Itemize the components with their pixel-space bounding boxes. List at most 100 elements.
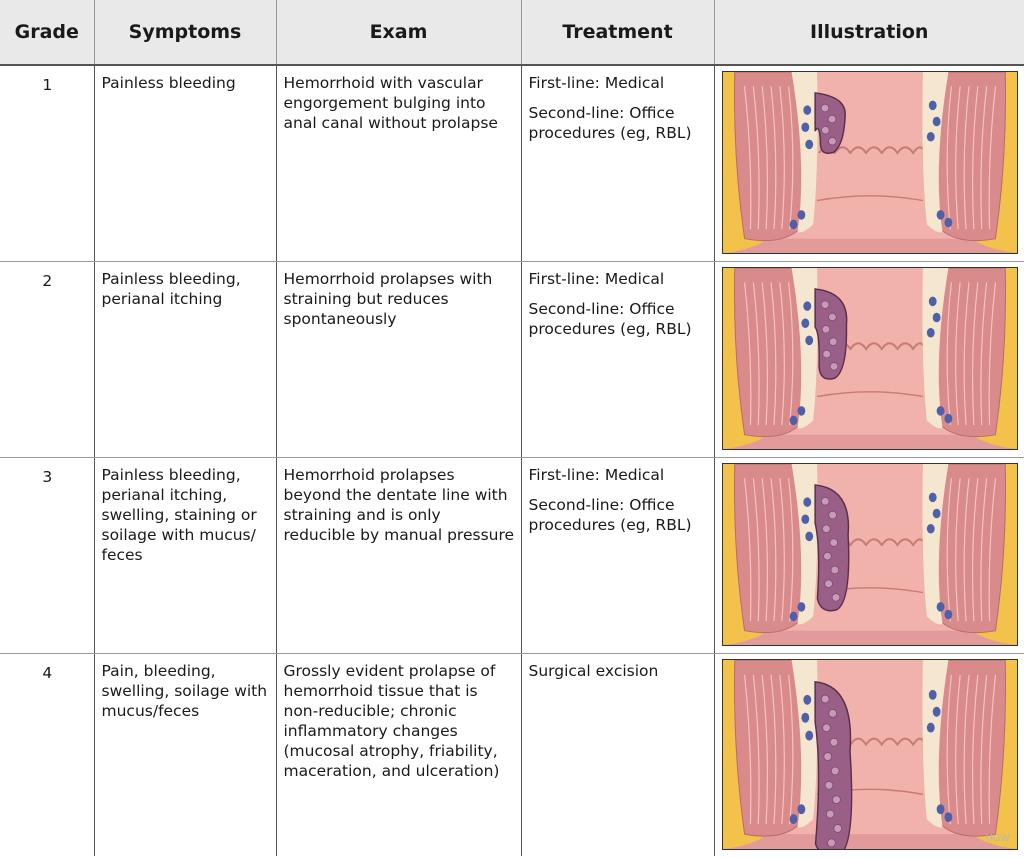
right-muscle-fiber (954, 674, 961, 824)
treatment-line: Surgical excision (528, 661, 659, 680)
anal-verge-line (816, 195, 923, 202)
vessel (932, 312, 941, 322)
right-muscle-fiber (979, 86, 987, 230)
left-muscle-fiber (752, 86, 760, 230)
vessel (800, 317, 809, 328)
hemorrhoid-vessel (820, 694, 830, 703)
anal-canal-illustration: UGW (721, 658, 1018, 850)
illustration-cell (714, 457, 1024, 654)
vessel (804, 335, 813, 345)
hemorrhoid-vessel (827, 137, 837, 146)
left-submucosa (791, 267, 818, 428)
illustration-cell (714, 65, 1024, 262)
vessel (943, 413, 952, 423)
vessel (804, 730, 813, 741)
treatment-line: First-line: Medical (528, 269, 665, 288)
hemorrhoid (813, 287, 847, 380)
right-muscle-fiber (954, 86, 961, 230)
treatment-line: Second-line: Office procedures (eg, RBL) (528, 299, 692, 338)
left-muscle-fiber (743, 674, 751, 824)
right-submucosa (921, 463, 948, 624)
vessel (789, 611, 797, 621)
right-muscle-fiber (946, 477, 952, 621)
hemorrhoid-vessel (827, 312, 837, 321)
hemorrhoid-vessel (831, 592, 840, 602)
left-muscle-fiber (778, 86, 785, 230)
left-muscle-fiber (743, 477, 751, 621)
left-muscle-fiber (787, 477, 793, 621)
anal-canal-illustration (721, 462, 1018, 646)
header-illustration: Illustration (714, 0, 1024, 66)
header-exam: Exam (276, 0, 522, 66)
right-muscle-fiber (979, 477, 987, 621)
vessel (804, 531, 813, 541)
right-muscle-fiber (963, 674, 970, 824)
vessel (789, 219, 797, 230)
vessel (802, 300, 811, 311)
left-muscle-fiber (769, 477, 776, 621)
hemorrhoid-vessel (825, 809, 835, 818)
anal-canal-illustration (721, 71, 1018, 254)
left-muscle-fiber (778, 281, 785, 425)
vessel (936, 210, 944, 220)
vessel (936, 803, 944, 814)
right-muscle-fiber (979, 674, 987, 824)
right-muscle-fiber (971, 281, 978, 425)
left-muscle-fiber (769, 281, 776, 425)
table-row: 2 Painless bleeding, perianal itching He… (0, 261, 1024, 458)
hemorrhoid-vessel (821, 524, 831, 533)
left-muscle-fiber (787, 281, 793, 425)
vessel (928, 492, 937, 502)
vessel (800, 712, 809, 723)
hemorrhoid (813, 483, 849, 611)
watermark: UGW (985, 832, 1010, 843)
exam-cell: Hemorrhoid with vascular engorgement bul… (276, 65, 522, 262)
hemorrhoid-vessel (832, 823, 842, 833)
treatment-cell: First-line: Medical Second-line: Office … (521, 261, 715, 458)
vessel (804, 139, 813, 150)
hemorrhoid-vessel (830, 766, 840, 775)
grade-cell: 3 (0, 457, 95, 654)
right-submucosa (921, 72, 948, 233)
right-muscle-fiber (963, 281, 970, 425)
vessel (926, 327, 935, 338)
right-muscle-fiber (988, 86, 996, 230)
header-row: Grade Symptoms Exam Treatment Illustrati… (0, 0, 1024, 66)
left-muscle-fiber (743, 86, 751, 230)
left-muscle-fiber (761, 86, 768, 230)
right-muscle-fiber (971, 477, 978, 621)
hemorrhoid-vessel (823, 578, 833, 588)
grade-cell: 1 (0, 65, 95, 262)
hemorrhoid (813, 680, 852, 849)
grade-cell: 2 (0, 261, 95, 458)
hemorrhoid-vessel (828, 336, 837, 346)
vessel (796, 210, 805, 220)
right-muscle-fiber (963, 477, 970, 621)
vessel (800, 122, 809, 133)
left-muscle-fiber (761, 674, 768, 824)
right-muscle-fiber (946, 86, 952, 230)
left-muscle-fiber (752, 674, 760, 824)
right-muscle-fiber (963, 86, 970, 230)
right-submucosa (921, 659, 948, 827)
anal-verge-line (816, 390, 923, 397)
right-muscle-fiber (988, 477, 996, 621)
right-muscle-fiber (946, 281, 952, 425)
header-symptoms: Symptoms (94, 0, 277, 66)
vessel (928, 296, 937, 306)
vessel (943, 609, 952, 619)
hemorrhoid-vessel (826, 837, 836, 847)
grade-cell: 4 (0, 653, 95, 856)
left-muscle-fiber (787, 674, 793, 824)
hemorrhoid-vessel (829, 737, 838, 747)
left-submucosa (791, 659, 818, 827)
left-submucosa (791, 72, 818, 233)
treatment-cell: Surgical excision (521, 653, 715, 856)
vessel (932, 116, 941, 127)
vessel (926, 132, 935, 142)
vessel (932, 706, 941, 717)
right-muscle-fiber (988, 281, 996, 425)
illustration-cell (714, 261, 1024, 458)
exam-cell: Grossly evident prolapse of hemorrhoid t… (276, 653, 522, 856)
